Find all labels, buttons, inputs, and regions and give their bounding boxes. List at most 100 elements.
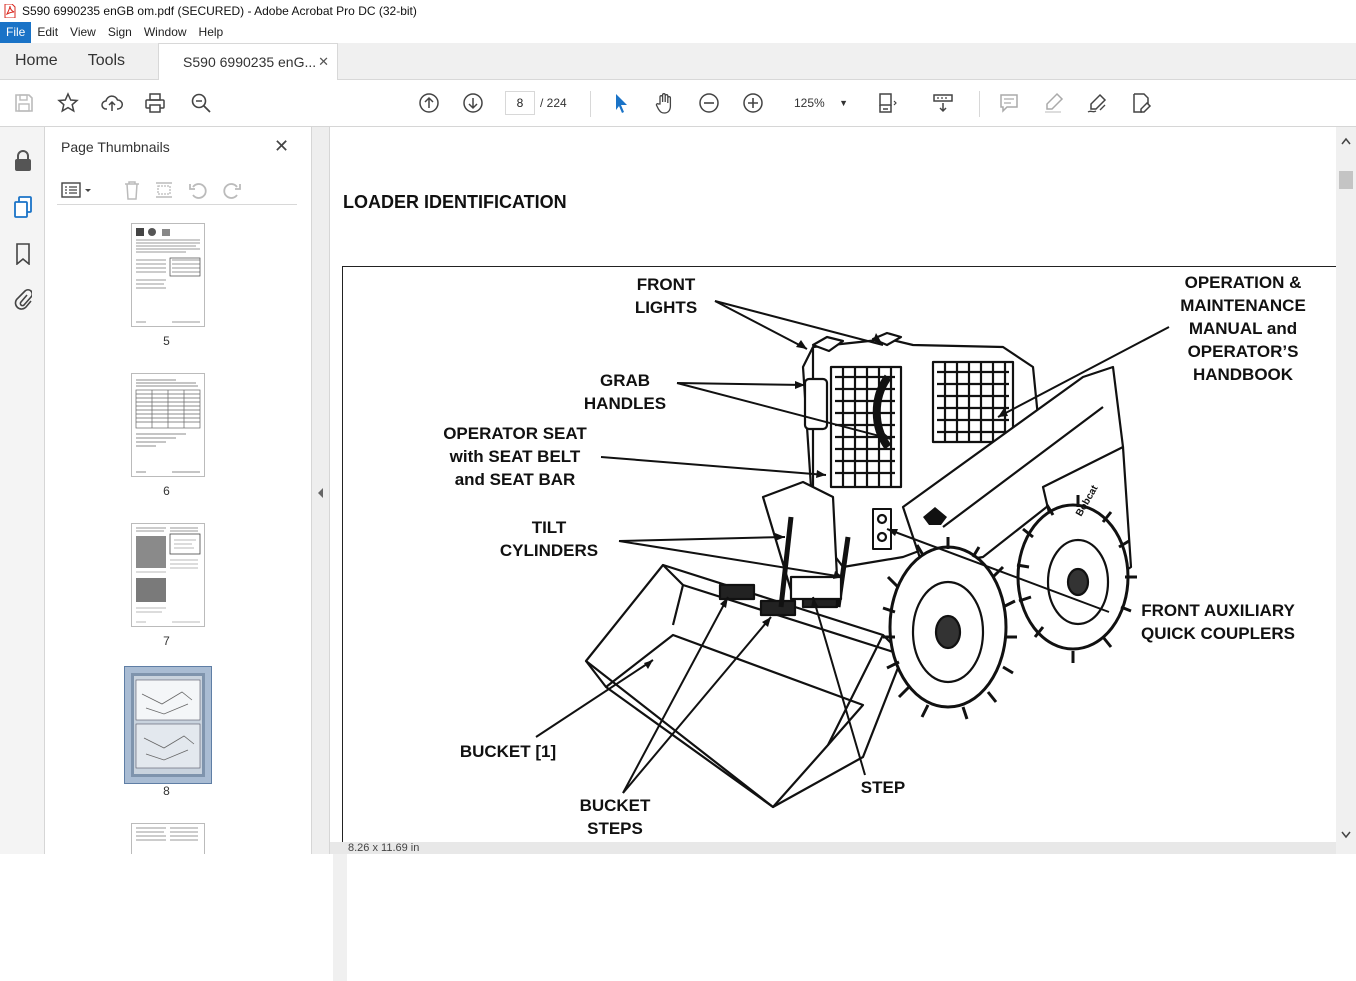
callout-line: HANDLES [583, 394, 667, 413]
scrolling-mode-icon[interactable] [930, 90, 956, 116]
hand-tool-icon[interactable] [652, 90, 678, 116]
thumbnail-list: 5 6 7 [45, 223, 288, 854]
search-zoom-icon[interactable] [188, 90, 214, 116]
callout-line: with SEAT BELT [449, 447, 581, 466]
scroll-thumb[interactable] [1339, 171, 1353, 189]
acrobat-icon [4, 4, 16, 18]
main-toolbar [0, 80, 1356, 127]
collapse-panel-icon[interactable] [317, 487, 325, 499]
menu-window[interactable]: Window [143, 25, 187, 39]
zoom-value: 125% [794, 96, 825, 110]
scroll-up-icon[interactable] [1341, 137, 1351, 145]
callout-line: OPERATOR’S [1187, 342, 1299, 361]
fill-sign-icon[interactable] [1128, 90, 1154, 116]
loader-drawing: Bobcat [535, 300, 1170, 809]
callout-line: OPERATION & [1184, 273, 1302, 292]
print-icon[interactable] [142, 90, 168, 116]
thumbnail-page[interactable] [131, 523, 205, 627]
thumbnail-page[interactable] [131, 823, 205, 854]
callout-line: MAINTENANCE [1180, 296, 1306, 315]
callout-line: FRONT [636, 275, 696, 294]
page-heading: LOADER IDENTIFICATION [343, 192, 567, 212]
menu-help[interactable]: Help [198, 25, 224, 39]
insert-page-icon[interactable] [153, 179, 175, 201]
callout-line: and SEAT BAR [454, 470, 576, 489]
zoom-dropdown[interactable]: 125% ▼ [784, 91, 856, 115]
thumbnail-page[interactable] [131, 373, 205, 477]
page-thumbnails-icon[interactable] [11, 195, 35, 219]
previous-page-icon[interactable] [416, 90, 442, 116]
window-titlebar: S590 6990235 enGB om.pdf (SECURED) - Ado… [0, 0, 1356, 22]
callout-front-lights: FRONT LIGHTS [621, 273, 711, 319]
delete-page-icon[interactable] [121, 179, 143, 201]
menu-edit[interactable]: Edit [37, 25, 59, 39]
callout-line: BUCKET [579, 796, 651, 815]
menu-file[interactable]: File [0, 22, 32, 43]
callout-front-aux-couplers: FRONT AUXILIARY QUICK COUPLERS [1123, 599, 1313, 645]
callout-line: BUCKET [1] [459, 742, 557, 761]
panel-title: Page Thumbnails [61, 139, 170, 155]
bookmark-icon[interactable] [11, 242, 35, 266]
thumbnails-panel: Page Thumbnails ✕ [45, 127, 347, 981]
callout-bucket-steps: BUCKET STEPS [565, 794, 665, 840]
upload-icon[interactable] [99, 90, 125, 116]
status-bar: 8.26 x 11.69 in [330, 842, 1336, 854]
tab-home[interactable]: Home [15, 52, 58, 69]
tab-bar: Home Tools S590 6990235 enG... ✕ [0, 43, 1356, 80]
callout-operator-seat: OPERATOR SEAT with SEAT BELT and SEAT BA… [427, 422, 603, 491]
tab-tools[interactable]: Tools [87, 52, 126, 69]
callout-line: FRONT AUXILIARY [1141, 601, 1295, 620]
callout-line: TILT [531, 518, 567, 537]
thumbnail-label: 6 [163, 484, 170, 498]
select-cursor-icon[interactable] [608, 90, 634, 116]
save-icon[interactable] [11, 90, 37, 116]
zoom-out-icon[interactable] [696, 90, 722, 116]
page-size-label: 8.26 x 11.69 in [348, 842, 420, 854]
page-number-input[interactable]: 8 [505, 91, 535, 115]
options-menu-icon[interactable] [61, 179, 91, 201]
thumbnail-label: 5 [163, 334, 170, 348]
zoom-in-icon[interactable] [740, 90, 766, 116]
thumbnail-page-selected[interactable] [131, 673, 205, 777]
draw-icon[interactable] [1084, 90, 1110, 116]
toolbar-divider [590, 91, 591, 117]
panel-splitter[interactable] [311, 127, 330, 854]
comment-icon[interactable] [996, 90, 1022, 116]
callout-step: STEP [833, 776, 933, 799]
thumbnail-page[interactable] [131, 223, 205, 327]
document-scrollbar[interactable] [1336, 127, 1356, 854]
scroll-down-icon[interactable] [1341, 831, 1351, 839]
tab-document[interactable]: S590 6990235 enG... ✕ [158, 43, 339, 80]
left-rail [0, 127, 45, 854]
attachment-icon[interactable] [11, 287, 35, 311]
callout-line: HANDBOOK [1192, 365, 1294, 384]
loader-illustration: Bobcat [342, 266, 1336, 842]
highlight-pen-icon[interactable] [1040, 90, 1066, 116]
rotate-left-icon[interactable] [187, 179, 209, 201]
window-title: S590 6990235 enGB om.pdf (SECURED) - Ado… [22, 4, 417, 18]
star-icon[interactable] [55, 90, 81, 116]
callout-line: GRAB [599, 371, 651, 390]
callout-operation-manual: OPERATION & MAINTENANCE MANUAL and OPERA… [1163, 271, 1323, 386]
callout-line: OPERATOR SEAT [443, 424, 587, 443]
menu-sign[interactable]: Sign [107, 25, 132, 39]
menu-view[interactable]: View [70, 25, 96, 39]
close-tab-icon[interactable]: ✕ [318, 54, 330, 69]
lock-icon[interactable] [11, 149, 35, 173]
callout-bucket: BUCKET [1] [443, 740, 573, 763]
tab-document-label: S590 6990235 enG... [183, 54, 317, 70]
callout-line: QUICK COUPLERS [1141, 624, 1295, 643]
page-total: / 224 [540, 96, 567, 110]
thumbnail-label: 7 [163, 634, 170, 648]
callout-line: MANUAL and [1188, 319, 1298, 338]
toolbar-divider [979, 91, 980, 117]
next-page-icon[interactable] [460, 90, 486, 116]
thumbnail-label: 8 [163, 784, 170, 798]
rotate-right-icon[interactable] [221, 179, 243, 201]
close-icon[interactable]: ✕ [274, 136, 290, 156]
callout-line: CYLINDERS [499, 541, 599, 560]
callout-grab-handles: GRAB HANDLES [575, 369, 675, 415]
fit-page-icon[interactable] [874, 90, 900, 116]
document-view[interactable]: LOADER IDENTIFICATION [330, 127, 1336, 842]
callout-line: STEP [860, 778, 906, 797]
